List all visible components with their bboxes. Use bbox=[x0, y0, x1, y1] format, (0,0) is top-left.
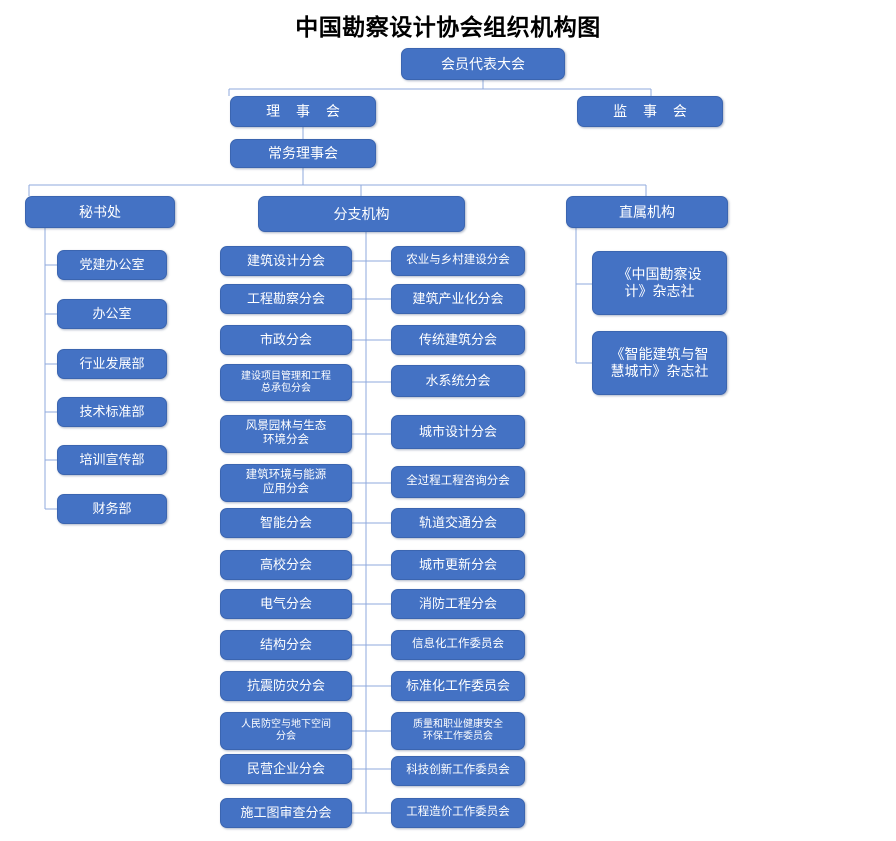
node-label: 传统建筑分会 bbox=[418, 332, 497, 348]
secretariat-item[interactable]: 技术标准部 bbox=[57, 397, 167, 427]
node-label: 秘书处 bbox=[79, 203, 121, 220]
node-label: 高校分会 bbox=[259, 557, 312, 573]
affiliate-item[interactable]: 《中国勘察设计》杂志社 bbox=[592, 251, 727, 315]
branch-item-left[interactable]: 施工图审查分会 bbox=[220, 798, 352, 828]
branch-item-right[interactable]: 全过程工程咨询分会 bbox=[391, 466, 525, 498]
node-label: 《中国勘察设计》杂志社 bbox=[617, 266, 702, 299]
node-label: 全过程工程咨询分会 bbox=[406, 475, 510, 488]
branch-item-right[interactable]: 科技创新工作委员会 bbox=[391, 756, 525, 786]
affiliate-item[interactable]: 《智能建筑与智慧城市》杂志社 bbox=[592, 331, 727, 395]
node-label: 会员代表大会 bbox=[441, 55, 525, 72]
node-label: 技术标准部 bbox=[79, 404, 145, 420]
node-label: 科技创新工作委员会 bbox=[406, 764, 510, 777]
node-secretariat[interactable]: 秘书处 bbox=[25, 196, 175, 228]
node-label: 标准化工作委员会 bbox=[405, 678, 510, 694]
node-label: 常务理事会 bbox=[268, 145, 338, 162]
branch-item-right[interactable]: 消防工程分会 bbox=[391, 589, 525, 619]
branch-item-left[interactable]: 建筑环境与能源应用分会 bbox=[220, 464, 352, 502]
secretariat-item[interactable]: 党建办公室 bbox=[57, 250, 167, 280]
node-label: 智能分会 bbox=[259, 515, 312, 531]
node-label: 风景园林与生态环境分会 bbox=[245, 420, 327, 446]
node-supervisory-board[interactable]: 监 事 会 bbox=[577, 96, 723, 127]
node-label: 城市更新分会 bbox=[418, 557, 497, 573]
branch-item-right[interactable]: 城市设计分会 bbox=[391, 415, 525, 449]
node-label: 建筑产业化分会 bbox=[412, 291, 504, 307]
branch-item-right[interactable]: 城市更新分会 bbox=[391, 550, 525, 580]
branch-item-right[interactable]: 农业与乡村建设分会 bbox=[391, 246, 525, 276]
branch-item-right[interactable]: 标准化工作委员会 bbox=[391, 671, 525, 701]
node-member-assembly[interactable]: 会员代表大会 bbox=[401, 48, 565, 80]
node-label: 轨道交通分会 bbox=[418, 515, 497, 531]
node-label: 培训宣传部 bbox=[79, 452, 145, 468]
branch-item-right[interactable]: 传统建筑分会 bbox=[391, 325, 525, 355]
node-council[interactable]: 理 事 会 bbox=[230, 96, 376, 127]
branch-item-right[interactable]: 水系统分会 bbox=[391, 365, 525, 397]
secretariat-item[interactable]: 财务部 bbox=[57, 494, 167, 524]
node-standing-council[interactable]: 常务理事会 bbox=[230, 139, 376, 168]
branch-item-left[interactable]: 工程勘察分会 bbox=[220, 284, 352, 314]
node-label: 分支机构 bbox=[333, 205, 390, 222]
branch-item-right[interactable]: 质量和职业健康安全环保工作委员会 bbox=[391, 712, 525, 750]
node-label: 工程勘察分会 bbox=[246, 291, 325, 307]
node-label: 电气分会 bbox=[259, 596, 312, 612]
node-label: 消防工程分会 bbox=[418, 596, 497, 612]
branch-item-left[interactable]: 电气分会 bbox=[220, 589, 352, 619]
node-label: 党建办公室 bbox=[79, 257, 145, 273]
node-label: 理 事 会 bbox=[266, 103, 346, 120]
node-label: 结构分会 bbox=[259, 637, 312, 653]
secretariat-item[interactable]: 培训宣传部 bbox=[57, 445, 167, 475]
branch-item-left[interactable]: 风景园林与生态环境分会 bbox=[220, 415, 352, 453]
node-branches[interactable]: 分支机构 bbox=[258, 196, 465, 232]
branch-item-left[interactable]: 市政分会 bbox=[220, 325, 352, 355]
branch-item-left[interactable]: 结构分会 bbox=[220, 630, 352, 660]
node-label: 建筑设计分会 bbox=[246, 253, 325, 269]
node-label: 财务部 bbox=[92, 501, 132, 517]
node-label: 民营企业分会 bbox=[246, 761, 325, 777]
node-label: 人民防空与地下空间分会 bbox=[241, 719, 331, 742]
branch-item-right[interactable]: 轨道交通分会 bbox=[391, 508, 525, 538]
node-label: 质量和职业健康安全环保工作委员会 bbox=[413, 719, 503, 742]
secretariat-item[interactable]: 办公室 bbox=[57, 299, 167, 329]
node-label: 行业发展部 bbox=[79, 356, 145, 372]
node-label: 农业与乡村建设分会 bbox=[406, 254, 510, 267]
node-label: 监 事 会 bbox=[613, 103, 693, 120]
node-label: 办公室 bbox=[92, 306, 132, 322]
node-label: 建筑环境与能源应用分会 bbox=[245, 469, 327, 495]
node-label: 抗震防灾分会 bbox=[246, 678, 325, 694]
node-label: 建设项目管理和工程总承包分会 bbox=[241, 370, 331, 394]
node-label: 城市设计分会 bbox=[418, 424, 497, 440]
branch-item-right[interactable]: 建筑产业化分会 bbox=[391, 284, 525, 314]
node-label: 工程造价工作委员会 bbox=[406, 806, 510, 819]
node-label: 《智能建筑与智慧城市》杂志社 bbox=[610, 346, 709, 379]
branch-item-left[interactable]: 人民防空与地下空间分会 bbox=[220, 712, 352, 750]
branch-item-left[interactable]: 建设项目管理和工程总承包分会 bbox=[220, 364, 352, 401]
node-affiliates[interactable]: 直属机构 bbox=[566, 196, 728, 228]
node-label: 市政分会 bbox=[259, 332, 312, 348]
branch-item-left[interactable]: 民营企业分会 bbox=[220, 754, 352, 784]
branch-item-left[interactable]: 建筑设计分会 bbox=[220, 246, 352, 276]
branch-item-left[interactable]: 智能分会 bbox=[220, 508, 352, 538]
node-label: 直属机构 bbox=[619, 203, 675, 220]
page-title: 中国勘察设计协会组织机构图 bbox=[295, 14, 601, 40]
branch-item-left[interactable]: 抗震防灾分会 bbox=[220, 671, 352, 701]
branch-item-left[interactable]: 高校分会 bbox=[220, 550, 352, 580]
branch-item-right[interactable]: 信息化工作委员会 bbox=[391, 630, 525, 660]
branch-item-right[interactable]: 工程造价工作委员会 bbox=[391, 798, 525, 828]
node-label: 水系统分会 bbox=[425, 373, 491, 389]
node-label: 施工图审查分会 bbox=[240, 805, 332, 821]
secretariat-item[interactable]: 行业发展部 bbox=[57, 349, 167, 379]
node-label: 信息化工作委员会 bbox=[412, 638, 504, 651]
